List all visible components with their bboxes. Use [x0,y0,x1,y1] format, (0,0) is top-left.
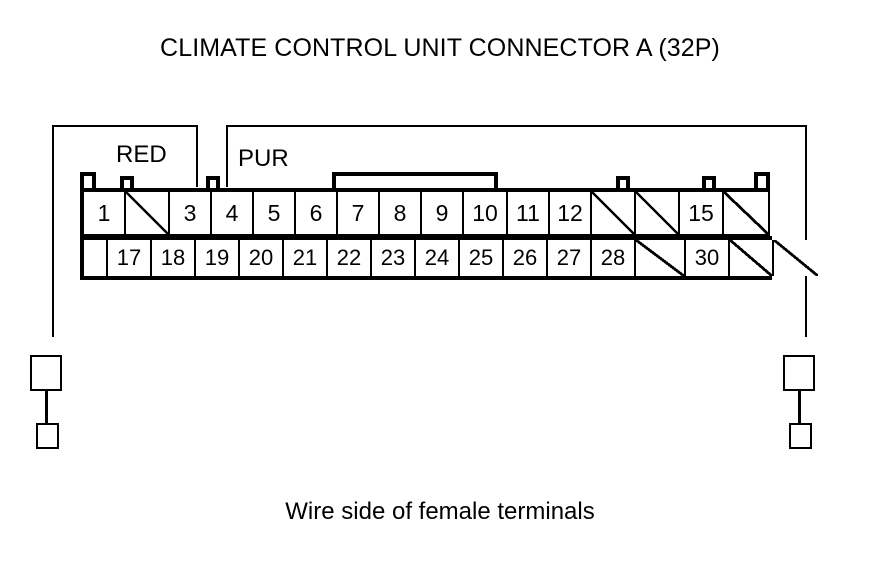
pin-cell-26: 26 [504,240,548,276]
pin-number-label: 27 [556,245,582,270]
pin-number-label: 10 [472,199,498,226]
right-terminal-connector-rule [798,391,801,423]
pin-number-label: 7 [351,199,365,226]
pin-number-label: 28 [600,245,626,270]
latch-tab-3 [616,176,630,188]
red-leader-left-leg [52,125,54,337]
pin-number-label: 1 [97,199,111,226]
latch-tab-2 [206,176,220,188]
pin-number-label: 15 [688,199,714,226]
red-wire-label: RED [116,141,167,168]
pin-cell-unused [126,192,170,234]
pur-wire-label: PUR [238,145,289,172]
right-terminal-lower-box [789,423,812,449]
latch-tab-4 [702,176,716,188]
pin-cell-10: 10 [464,192,508,234]
pin-cell-30: 30 [686,240,730,276]
pin-number-label: 25 [468,245,494,270]
pin-number-label: 17 [116,245,142,270]
latch-tab-corner-left [80,172,96,188]
pin-cell-unused [636,240,686,276]
latch-tab-corner-right [754,172,770,188]
pur-leader-right-leg [805,125,807,337]
pin-number-label: 30 [694,245,720,270]
pin-cell-1: 1 [84,192,126,234]
pin-row-bottom: 17 18 19 20 21 22 23 24 25 26 27 28 30 [84,240,818,276]
pin-cell-7: 7 [338,192,380,234]
pin-number-label: 19 [204,245,230,270]
pin-number-label: 9 [435,199,449,226]
pin-cell-8: 8 [380,192,422,234]
pin-cell-24: 24 [416,240,460,276]
left-terminal-lower-box [36,423,59,449]
pin-number-label: 11 [516,199,540,226]
pin-row-top: 1 3 4 5 6 7 8 9 10 11 12 15 [84,192,768,234]
diagram-caption: Wire side of female terminals [285,498,595,525]
pin-cell-unused [724,192,768,234]
pin-cell-19: 19 [196,240,240,276]
center-latch [332,172,498,188]
red-leader-right-leg [196,125,198,187]
pin-cell-21: 21 [284,240,328,276]
pin-number-label: 21 [292,245,318,270]
pin-cell-22: 22 [328,240,372,276]
pin-number-label: 26 [512,245,538,270]
pin-cell-6: 6 [296,192,338,234]
pin-cell-11: 11 [508,192,550,234]
pin-number-label: 20 [248,245,274,270]
left-terminal-upper-box [30,355,62,391]
page-title: CLIMATE CONTROL UNIT CONNECTOR A (32P) [160,34,720,62]
pin-number-label: 18 [160,245,186,270]
pin-cell-25: 25 [460,240,504,276]
pin-number-label: 24 [424,245,450,270]
left-terminal-connector-rule [45,391,48,423]
pin-cell-12: 12 [550,192,592,234]
pin-cell-18: 18 [152,240,196,276]
pin-number-label: 23 [380,245,406,270]
pin-cell-27: 27 [548,240,592,276]
pin-cell-4: 4 [212,192,254,234]
pin-number-label: 12 [557,199,583,226]
pin-cell-28: 28 [592,240,636,276]
right-terminal-upper-box [783,355,815,391]
pin-cell-20: 20 [240,240,284,276]
pin-cell-unused [636,192,680,234]
pin-cell-unused [774,240,818,276]
pin-number-label: 4 [225,199,239,226]
pin-cell-unused [730,240,774,276]
pin-number-label: 22 [336,245,362,270]
pur-leader-top-rule [226,125,807,127]
latch-tab-1 [120,176,134,188]
pin-number-label: 5 [267,199,281,226]
pin-cell-17: 17 [108,240,152,276]
pin-cell-offset-pad [84,240,108,276]
pin-cell-5: 5 [254,192,296,234]
pin-number-label: 6 [309,199,323,226]
red-leader-top-rule [52,125,198,127]
pin-number-label: 8 [393,199,407,226]
pin-cell-15: 15 [680,192,724,234]
pin-cell-3: 3 [170,192,212,234]
pin-cell-9: 9 [422,192,464,234]
pin-cell-23: 23 [372,240,416,276]
pur-leader-left-leg [226,125,228,187]
pin-cell-unused [592,192,636,234]
pin-number-label: 3 [183,199,197,226]
